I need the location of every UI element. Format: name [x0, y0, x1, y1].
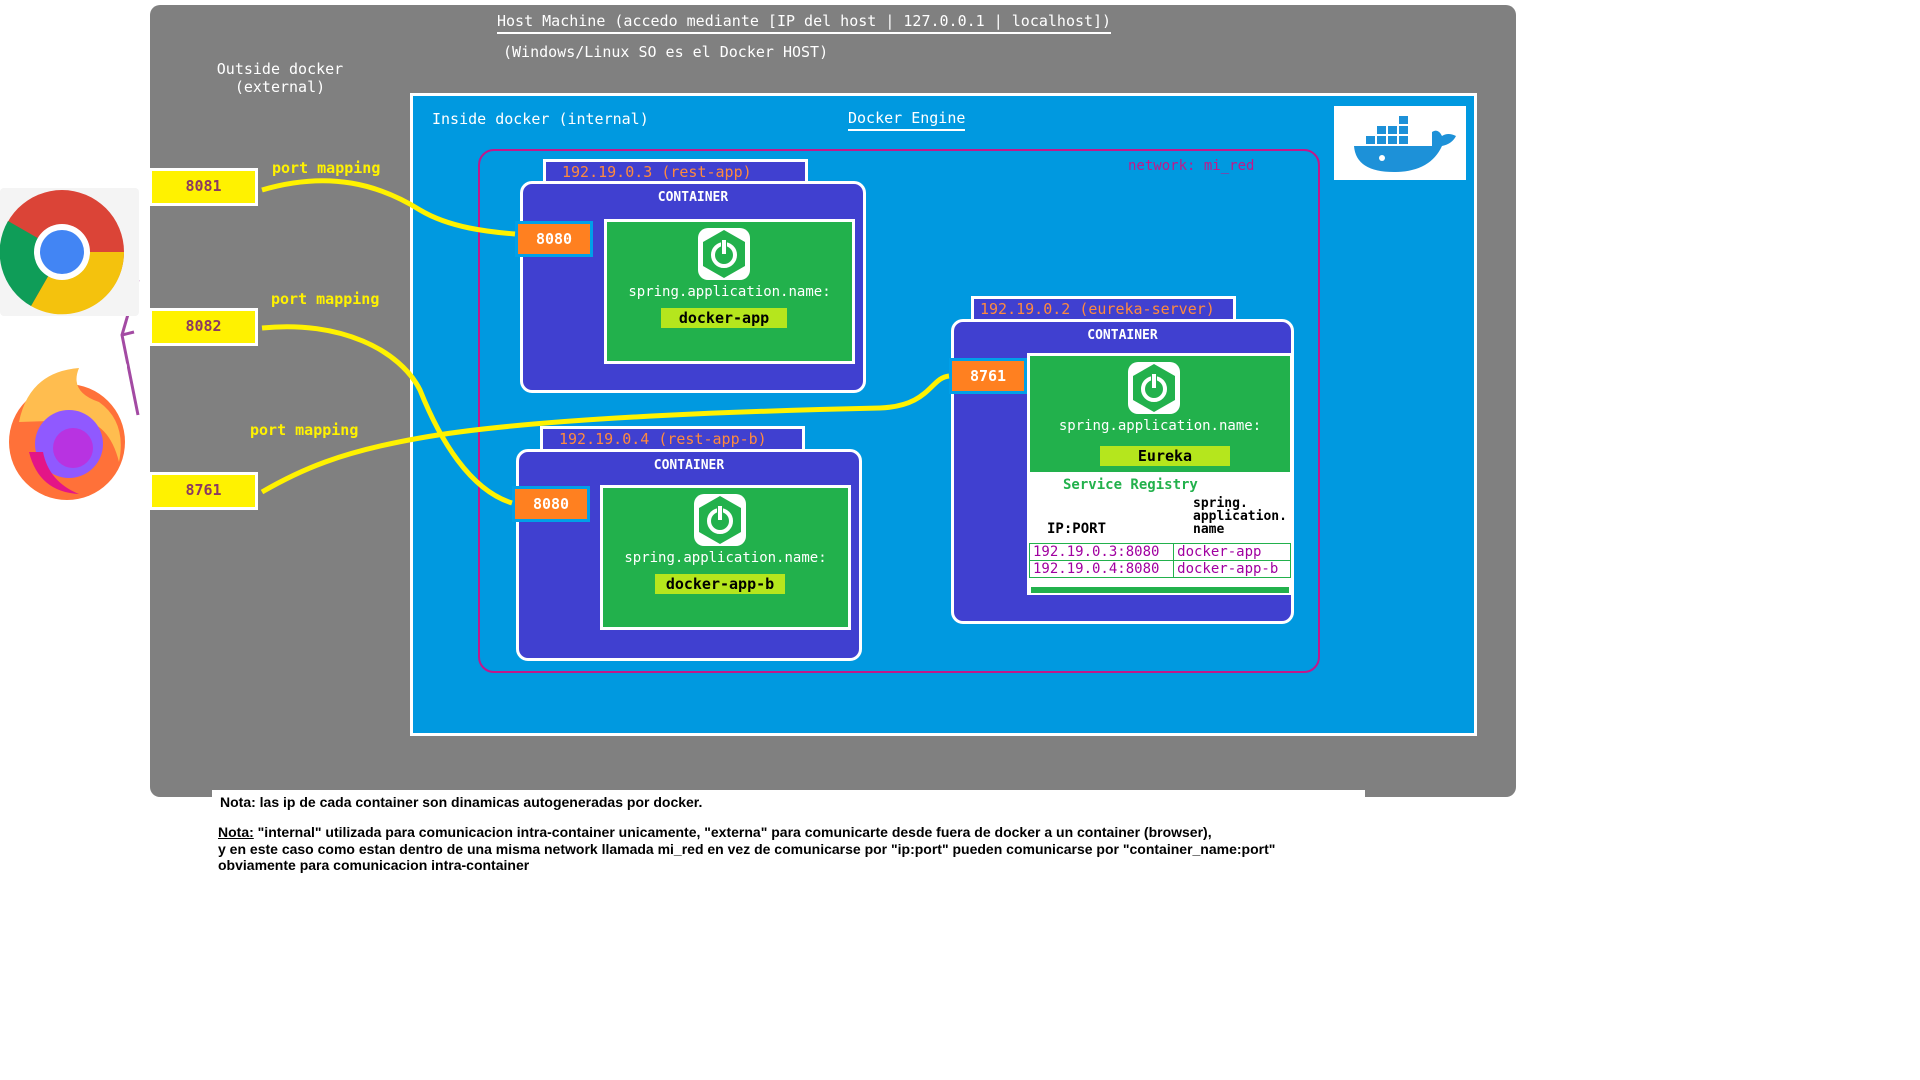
- rest-app-b-port: 8080: [512, 486, 590, 522]
- port-mapping-label-3: port mapping: [250, 421, 359, 439]
- rest-app-port: 8080: [515, 221, 593, 257]
- rest-app-name: (rest-app): [661, 163, 752, 181]
- eureka-prop: spring.application.name:: [1058, 418, 1262, 434]
- chrome-icon: [0, 190, 125, 315]
- external-port-8082: 8082: [149, 308, 258, 346]
- registry-table: 192.19.0.3:8080 docker-app 192.19.0.4:80…: [1028, 543, 1291, 578]
- service-registry-title: Service Registry: [1063, 477, 1198, 493]
- rest-app-ip: 192.19.0.3: [562, 163, 653, 181]
- rest-app-b-prop: spring.application.name:: [624, 550, 827, 566]
- note-bar: [212, 790, 1365, 812]
- registry-row-name: docker-app-b: [1173, 560, 1291, 578]
- spring-power-icon: [694, 494, 746, 546]
- registry-col-name-1: spring.: [1193, 496, 1248, 511]
- rest-app-spring-app: spring.application.name: docker-app: [604, 219, 855, 364]
- note-1: Nota: las ip de cada container son dinam…: [220, 794, 703, 810]
- spring-power-icon: [698, 228, 750, 280]
- outside-docker-label: Outside docker (external): [210, 60, 350, 96]
- rest-app-b-spring-app: spring.application.name: docker-app-b: [600, 485, 851, 630]
- table-row: 192.19.0.4:8080 docker-app-b: [1028, 560, 1291, 578]
- note-2-label: Nota:: [218, 824, 254, 840]
- rest-app-prop: spring.application.name:: [628, 284, 831, 300]
- registry-row-ipport: 192.19.0.3:8080: [1028, 543, 1175, 561]
- registry-col-name-3: name: [1193, 522, 1225, 537]
- rest-app-b-container-title: CONTAINER: [653, 458, 725, 473]
- registry-bottom-bar: [1031, 587, 1289, 593]
- registry-col-ipport: IP:PORT: [1047, 521, 1107, 537]
- network-label: network: mi_red: [1128, 158, 1255, 174]
- connector-8082: [261, 324, 513, 506]
- rest-app-ip-tab: 192.19.0.3 (rest-app): [543, 159, 808, 183]
- browser-bracket-tick: [121, 330, 135, 337]
- rest-app-b-name: (rest-app-b): [658, 430, 767, 448]
- chrome-browser: [0, 188, 139, 316]
- registry-col-name-2: application.: [1193, 509, 1287, 524]
- host-subtitle: (Windows/Linux SO es el Docker HOST): [503, 43, 829, 61]
- eureka-ip: 192.19.0.2: [980, 300, 1071, 318]
- host-title: Host Machine (accedo mediante [IP del ho…: [497, 12, 1112, 34]
- rest-app-container-title: CONTAINER: [657, 190, 729, 205]
- eureka-spring-app: spring.application.name: Eureka: [1027, 353, 1293, 475]
- external-port-8761: 8761: [149, 472, 258, 510]
- inside-sub: (internal): [558, 110, 649, 128]
- note-2-line-1: Nota: "internal" utilizada para comunica…: [218, 824, 1212, 840]
- outside-line2: (external): [234, 78, 326, 96]
- rest-app-b-app-name: docker-app-b: [655, 574, 785, 594]
- inside-docker-label: Inside docker (internal): [432, 110, 649, 128]
- service-registry: Service Registry IP:PORT spring. applica…: [1027, 475, 1293, 595]
- docker-engine-title: Docker Engine: [848, 109, 966, 131]
- connector-8081: [261, 178, 516, 237]
- firefox-icon: [9, 368, 125, 500]
- eureka-container-title: CONTAINER: [1087, 328, 1158, 343]
- connector-8761: [260, 373, 950, 495]
- eureka-port: 8761: [949, 358, 1027, 394]
- note-2-line-2: y en este caso como estan dentro de una …: [218, 841, 1276, 857]
- note-2-text: "internal" utilizada para comunicacion i…: [253, 824, 1212, 840]
- rest-app-b-ip: 192.19.0.4: [559, 430, 650, 448]
- note-2-line-3: obviamente para comunicacion intra-conta…: [218, 857, 530, 873]
- docker-logo: [1334, 106, 1466, 180]
- external-port-8081: 8081: [149, 168, 258, 206]
- eureka-name: (eureka-server): [1079, 300, 1215, 318]
- firefox-browser: [9, 362, 127, 506]
- registry-col-name: spring. application. name: [1193, 497, 1287, 536]
- outside-line1: Outside docker: [216, 60, 344, 78]
- inside-label: Inside docker: [432, 110, 550, 128]
- spring-power-icon: [1128, 362, 1180, 414]
- eureka-app-name: Eureka: [1100, 446, 1230, 466]
- port-mapping-label-1: port mapping: [272, 159, 381, 177]
- port-mapping-label-2: port mapping: [271, 290, 380, 308]
- table-row: 192.19.0.3:8080 docker-app: [1028, 543, 1291, 561]
- docker-whale-icon: [1354, 116, 1456, 172]
- eureka-ip-tab: 192.19.0.2 (eureka-server): [971, 296, 1236, 320]
- rest-app-b-ip-tab: 192.19.0.4 (rest-app-b): [540, 426, 805, 450]
- registry-row-ipport: 192.19.0.4:8080: [1028, 560, 1175, 578]
- network-mi-red: [478, 149, 1320, 673]
- rest-app-app-name: docker-app: [661, 308, 787, 328]
